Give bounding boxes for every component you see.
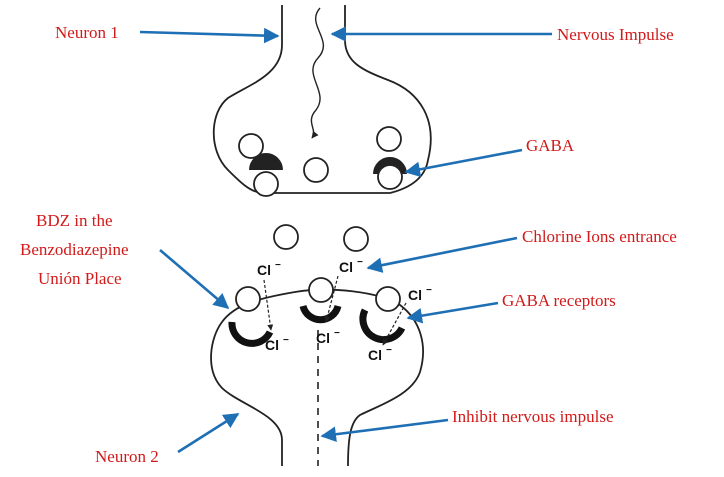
chloride-ion-2: Cl − <box>339 257 363 275</box>
label-bdz-line-1: BDZ in the <box>36 211 113 230</box>
released-gaba <box>273 224 369 252</box>
gaba-receptor-right <box>359 286 406 344</box>
svg-text:−: − <box>283 335 289 346</box>
label-gaba-receptors: GABA receptors <box>502 291 616 310</box>
svg-text:Cl: Cl <box>265 337 279 353</box>
label-gaba: GABA <box>526 136 575 155</box>
label-neuron-1: Neuron 1 <box>55 23 119 42</box>
svg-text:Cl: Cl <box>316 330 330 346</box>
neuron-1-terminal <box>212 5 432 194</box>
label-bdz-line-2: Benzodiazepine <box>20 240 129 259</box>
pointer-arrows <box>139 26 552 454</box>
chloride-ion-3: Cl − <box>408 285 432 303</box>
label-nervous-impulse: Nervous Impulse <box>557 25 674 44</box>
chloride-ion-4: Cl − <box>265 335 289 353</box>
svg-text:Cl: Cl <box>368 347 382 363</box>
ion-flow-arrows <box>263 275 407 346</box>
svg-text:−: − <box>357 257 363 268</box>
label-neuron-2: Neuron 2 <box>95 447 159 466</box>
chloride-ion-1: Cl − <box>257 260 281 278</box>
gaba-receptor-left <box>228 286 274 347</box>
svg-text:Cl: Cl <box>339 259 353 275</box>
chloride-ion-5: Cl − <box>316 328 340 346</box>
chloride-ion-6: Cl − <box>368 345 392 363</box>
nervous-impulse-signal <box>310 7 325 139</box>
svg-text:−: − <box>386 345 392 356</box>
svg-text:−: − <box>426 285 432 296</box>
label-inhibit-impulse: Inhibit nervous impulse <box>452 407 613 426</box>
label-bdz-line-3: Unión Place <box>38 269 122 288</box>
svg-text:Cl: Cl <box>408 287 422 303</box>
label-chlorine-entrance: Chlorine Ions entrance <box>522 227 677 246</box>
svg-text:Cl: Cl <box>257 262 271 278</box>
svg-text:−: − <box>275 260 281 271</box>
gaba-receptor-middle <box>299 277 342 324</box>
gaba-vesicles <box>238 126 407 197</box>
svg-text:−: − <box>334 328 340 339</box>
